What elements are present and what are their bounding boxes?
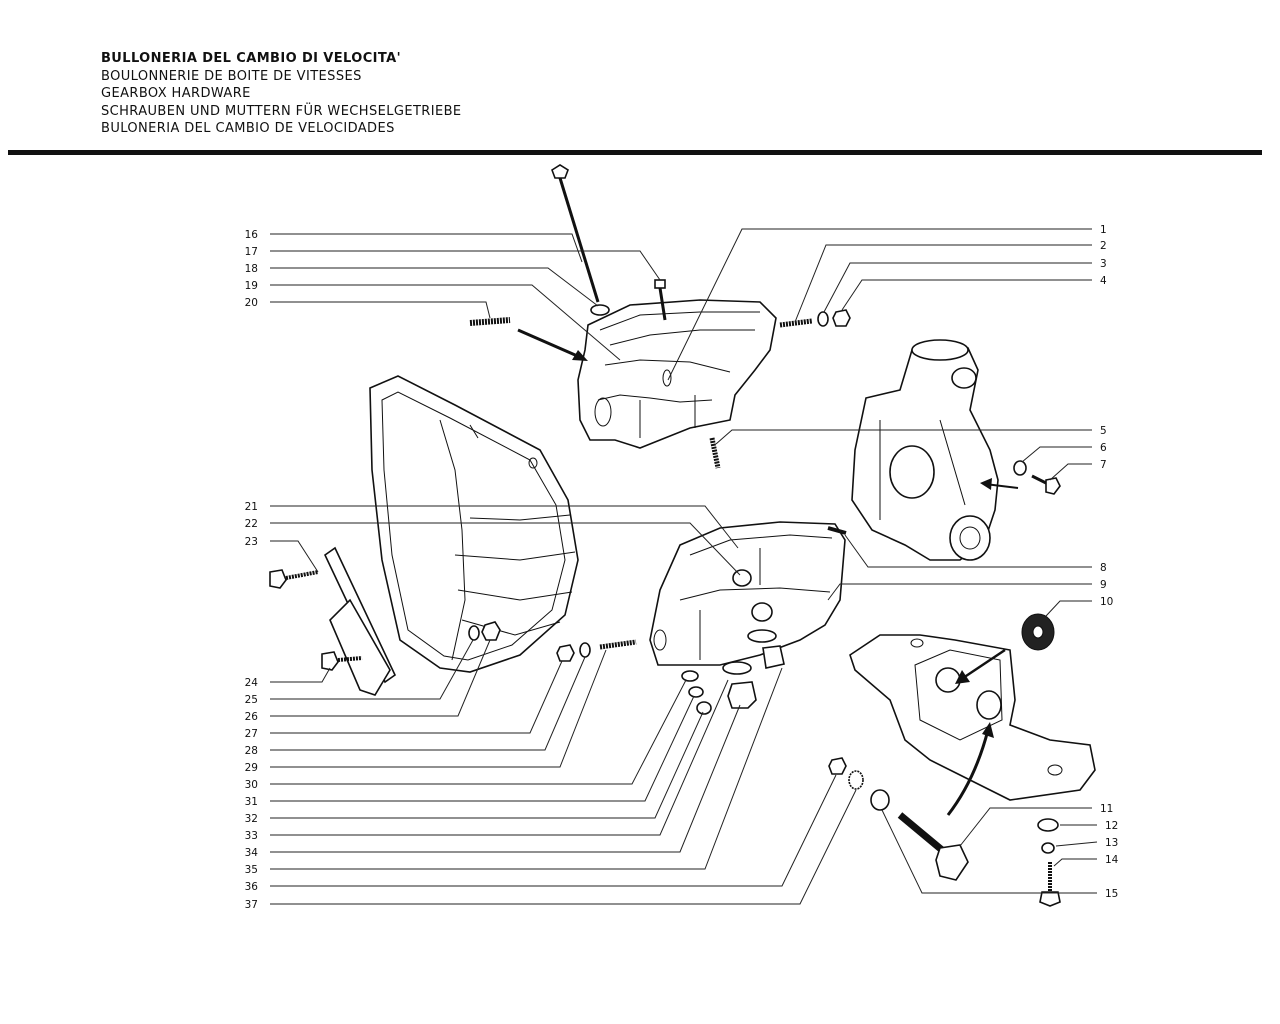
callout-label-9: 9 [1100,579,1107,591]
callout-24: 24 [245,667,331,689]
callout-label-1: 1 [1100,224,1107,236]
callout-label-23: 23 [245,536,258,548]
callout-13: 13 [1055,837,1118,849]
callout-label-4: 4 [1100,275,1107,287]
callout-label-24: 24 [245,677,259,689]
callout-14: 14 [1053,854,1119,867]
callouts-right: 1 2 3 4 5 6 7 8 9 10 11 12 13 14 15 [667,224,1119,900]
callout-10: 10 [1045,596,1113,617]
title-german: SCHRAUBEN UND MUTTERN FÜR WECHSELGETRIEB… [101,103,462,119]
callout-30: 30 [245,679,687,791]
callout-25: 25 [245,639,474,706]
callout-label-18: 18 [245,263,258,275]
callout-label-20: 20 [245,297,258,309]
callout-8: 8 [844,534,1107,574]
callout-2: 2 [794,240,1107,323]
callout-label-10: 10 [1100,596,1113,608]
title-spanish: BULONERIA DEL CAMBIO DE VELOCIDADES [101,121,395,136]
callout-22: 22 [245,518,741,576]
callout-label-26: 26 [245,711,259,723]
callout-label-32: 32 [245,813,258,825]
callout-9: 9 [827,579,1107,601]
callout-label-3: 3 [1100,258,1107,270]
callout-label-8: 8 [1100,562,1107,574]
callout-31: 31 [245,695,695,808]
callout-label-37: 37 [245,899,258,911]
callout-label-13: 13 [1105,837,1118,849]
callout-label-5: 5 [1100,425,1107,437]
callout-28: 28 [245,656,586,757]
title-block: BULLONERIA DEL CAMBIO DI VELOCITA' BOULO… [101,50,462,138]
callout-label-28: 28 [245,745,258,757]
rubber-washer [1021,613,1055,651]
callout-label-22: 22 [245,518,258,530]
callout-12: 12 [1060,820,1118,832]
callout-29: 29 [245,649,607,774]
callout-label-25: 25 [245,694,258,706]
callout-label-2: 2 [1100,240,1107,252]
callout-11: 11 [959,803,1113,847]
callout-4: 4 [841,275,1107,311]
callout-36: 36 [245,774,837,893]
callout-label-14: 14 [1105,854,1119,866]
callout-23: 23 [245,536,319,573]
lower-gearbox-casing [649,521,846,666]
callout-label-21: 21 [245,501,258,513]
callout-32: 32 [245,711,704,825]
rear-extension-housing [851,339,999,561]
callout-20: 20 [245,297,491,319]
callout-label-16: 16 [245,229,259,241]
callout-label-11: 11 [1100,803,1113,815]
callout-26: 26 [245,639,491,723]
callout-label-17: 17 [245,246,258,258]
callouts-left: 16 17 18 19 20 21 22 23 24 25 26 27 28 2… [245,229,857,911]
callout-label-6: 6 [1100,442,1107,454]
callout-label-33: 33 [245,830,258,842]
header-rule [8,150,1262,155]
callout-19: 19 [245,280,621,361]
callout-label-15: 15 [1105,888,1118,900]
callout-6: 6 [1021,442,1107,463]
callout-1: 1 [667,224,1107,381]
long-stud [551,164,610,316]
callout-label-19: 19 [245,280,258,292]
callout-27: 27 [245,660,563,740]
upper-gearbox-casing [577,299,777,449]
callout-33: 33 [245,679,729,842]
callout-17: 17 [245,246,661,281]
callout-5: 5 [715,425,1107,445]
bell-housing [369,375,579,673]
callout-15: 15 [881,809,1118,900]
callout-label-36: 36 [245,881,259,893]
callout-label-29: 29 [245,762,258,774]
callout-34: 34 [245,704,741,859]
callout-label-35: 35 [245,864,258,876]
callout-label-31: 31 [245,796,258,808]
callout-7: 7 [1049,459,1107,481]
callout-label-7: 7 [1100,459,1107,471]
mount-bracket [849,634,1096,801]
arrows [517,328,1019,816]
callout-18: 18 [245,263,599,307]
callout-16: 16 [245,229,583,263]
fasteners [269,279,1061,907]
side-plate [323,546,397,696]
callout-label-30: 30 [245,779,258,791]
callout-37: 37 [245,789,857,911]
title-italian: BULLONERIA DEL CAMBIO DI VELOCITA' [101,51,401,66]
callout-label-27: 27 [245,728,258,740]
callout-3: 3 [823,258,1107,313]
callout-21: 21 [245,501,739,549]
callout-label-34: 34 [245,847,259,859]
callout-label-12: 12 [1105,820,1118,832]
title-french: BOULONNERIE DE BOITE DE VITESSES [101,68,362,84]
callout-35: 35 [245,667,783,876]
title-english: GEARBOX HARDWARE [101,86,251,101]
